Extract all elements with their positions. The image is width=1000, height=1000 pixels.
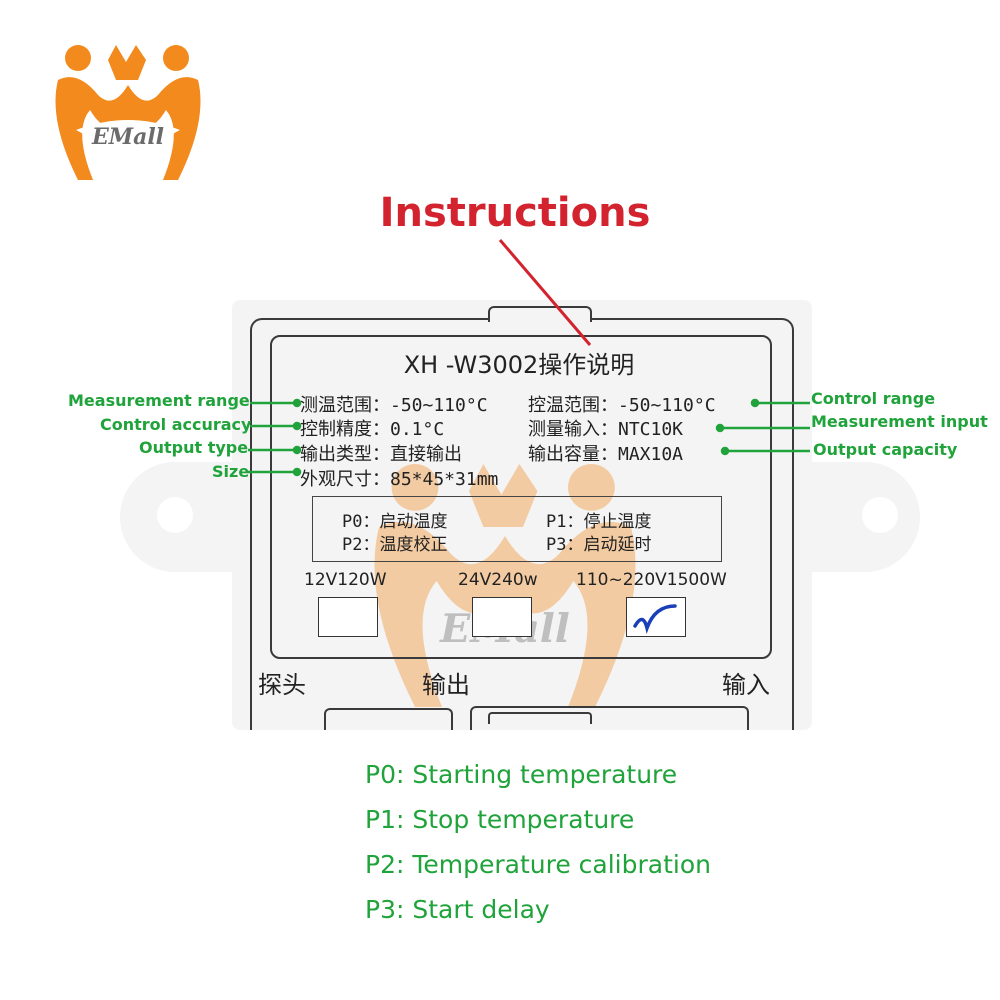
label-measurement-range: Measurement range	[68, 391, 250, 410]
label-control-accuracy: Control accuracy	[100, 415, 252, 434]
spec-measurement-input: 测量输入：NTC10K	[528, 419, 684, 440]
checkbox-110-220v	[626, 597, 686, 637]
emall-logo: EMall	[48, 40, 208, 190]
right-mount-ear	[800, 462, 920, 572]
param-p0: P0：启动温度	[342, 512, 448, 532]
param-p1: P1：停止温度	[546, 512, 652, 532]
right-mount-hole	[862, 497, 898, 533]
checkbox-12v	[318, 597, 378, 637]
label-control-range: Control range	[811, 389, 936, 408]
label-output-type: Output type	[139, 438, 249, 457]
spec-size: 外观尺寸：85*45*31mm	[300, 469, 499, 490]
legend-p0: P0: Starting temperature	[365, 760, 678, 789]
param-p2: P2：温度校正	[342, 535, 448, 555]
label-measurement-input: Measurement input	[811, 412, 988, 431]
label-output-capacity: Output capacity	[813, 440, 958, 459]
legend-p3: P3: Start delay	[365, 895, 550, 924]
param-p3: P3：启动延时	[546, 535, 652, 555]
watermark-logo: EMall	[360, 455, 650, 725]
terminal-output: 输出	[422, 671, 470, 699]
page-title: Instructions	[379, 190, 651, 236]
checkmark-icon	[633, 604, 677, 634]
title-pointer-line	[498, 239, 592, 346]
logo-text: EMall	[91, 124, 164, 150]
spec-control-accuracy: 控制精度：0.1°C	[300, 419, 445, 440]
model-title: XH -W3002操作说明	[403, 351, 635, 379]
left-mount-hole	[157, 497, 193, 533]
checkbox-24v	[472, 597, 532, 637]
voltage-24v: 24V240w	[458, 570, 538, 590]
legend-p2: P2: Temperature calibration	[365, 850, 711, 879]
voltage-110-220v: 110~220V1500W	[576, 570, 727, 590]
terminal-input: 输入	[722, 671, 770, 699]
parameter-box	[312, 496, 722, 562]
connector-notch	[488, 712, 592, 724]
label-panel	[270, 335, 772, 659]
device-bottom-fade	[120, 730, 940, 760]
spec-measurement-range: 测温范围：-50~110°C	[300, 395, 488, 416]
spec-output-type: 输出类型：直接输出	[300, 444, 462, 465]
spec-control-range: 控温范围：-50~110°C	[528, 395, 716, 416]
connector-slot-right	[470, 706, 749, 736]
voltage-12v: 12V120W	[304, 570, 387, 590]
connector-slot-left	[324, 708, 453, 736]
spec-output-capacity: 输出容量：MAX10A	[528, 444, 684, 465]
label-size: Size	[212, 462, 250, 481]
terminal-probe: 探头	[258, 671, 306, 699]
legend-p1: P1: Stop temperature	[365, 805, 635, 834]
